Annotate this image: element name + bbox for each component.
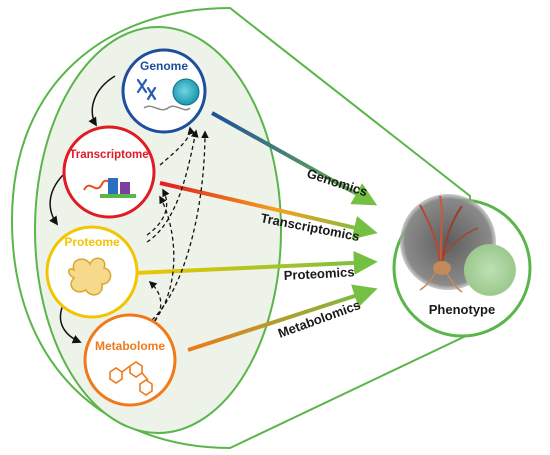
protein-structure-icon [68, 257, 112, 296]
chromosome-icon [136, 78, 157, 101]
proteome-node: Proteome [45, 225, 139, 319]
proteome-to-metabolome-arrow [59, 304, 82, 344]
molecule-icon [109, 361, 153, 396]
proteomics-label: Proteomics [283, 264, 355, 283]
dna-helix-icon [143, 105, 191, 111]
proteome-label: Proteome [64, 235, 120, 249]
phenotype-node: Phenotype [392, 194, 532, 338]
transcriptomics-arrow [159, 181, 378, 240]
micrograph-icon [464, 244, 516, 296]
genome-label: Genome [140, 59, 188, 73]
genome-node: Genome [121, 48, 207, 134]
transcriptome-label: Transcriptome [69, 149, 148, 161]
feedback-arrows [145, 126, 209, 333]
rna-icon [83, 178, 136, 198]
phenotype-label: Phenotype [429, 302, 495, 317]
plant-shape [419, 195, 479, 293]
metabolomics-arrow [187, 284, 378, 352]
cell-icon [172, 78, 200, 106]
metabolome-node: Metabolome [83, 313, 177, 407]
genomics-arrow [211, 111, 378, 206]
metabolome-label: Metabolome [95, 339, 165, 353]
transcriptome-to-proteome-arrow [49, 174, 64, 226]
transcriptome-node: Transcriptome [62, 125, 156, 219]
genome-to-transcriptome-arrow [88, 75, 116, 127]
proteomics-arrow [134, 250, 378, 275]
